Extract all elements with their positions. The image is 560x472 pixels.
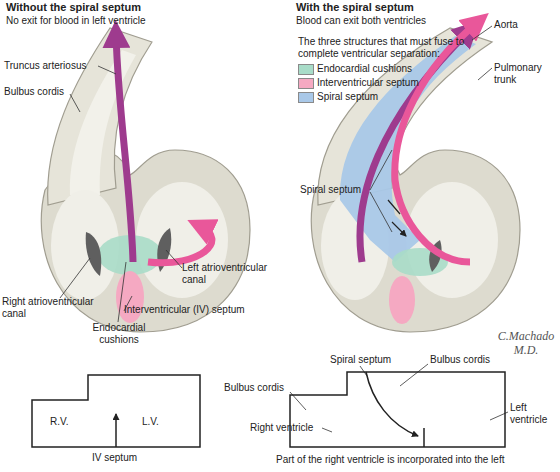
part-label: Interventricular (IV) septum xyxy=(124,304,245,316)
flow-indicator xyxy=(388,200,406,236)
part-label: Left atrioventricular canal xyxy=(182,262,290,285)
legend-swatch xyxy=(298,92,314,103)
part-label: Pulmonary trunk xyxy=(494,62,554,85)
legend-row: Interventricular septum xyxy=(298,77,478,89)
leader-line xyxy=(98,66,116,74)
leader-line xyxy=(322,428,332,432)
part-label: Truncus arteriosus xyxy=(4,60,86,72)
schematic-outline xyxy=(290,372,505,447)
leader-line xyxy=(478,68,492,80)
leader-line xyxy=(472,26,492,40)
part-label: Spiral septum xyxy=(300,184,361,196)
schematic-label: Spiral septum xyxy=(330,354,391,366)
leader-line xyxy=(400,364,428,386)
schematic-outline xyxy=(32,375,200,447)
legend-heading: The three structures that must fuse to c… xyxy=(298,36,488,59)
part-label: Aorta xyxy=(494,19,518,31)
schematic-label: Bulbus cordis xyxy=(224,382,284,394)
panel-heading: With the spiral septum xyxy=(296,1,414,14)
septum-arrow xyxy=(115,414,117,447)
artist-signature: C.Machado M.D. xyxy=(494,330,558,358)
leader-line xyxy=(60,258,90,298)
legend-swatch xyxy=(298,64,314,75)
schematic-label: R.V. xyxy=(50,416,69,428)
part-label: Right atrioventricular canal xyxy=(2,296,114,319)
legend-text: Interventricular septum xyxy=(317,77,419,89)
leader-line xyxy=(166,250,182,268)
iv-septum xyxy=(389,276,415,324)
leader-line xyxy=(70,94,80,112)
legend: Endocardial cushionsInterventricular sep… xyxy=(298,63,478,105)
septum-line xyxy=(423,428,425,447)
blood-flow-arrow xyxy=(148,226,212,263)
leader-line xyxy=(370,150,392,232)
part-label: Endocardial cushions xyxy=(84,322,154,345)
legend-row: Spiral septum xyxy=(298,91,478,103)
heart-left xyxy=(41,28,250,332)
panel-subheading: No exit for blood in left ventricle xyxy=(6,15,146,27)
blood-flow-arrow xyxy=(116,34,133,262)
legend-swatch xyxy=(298,78,314,89)
iv-septum xyxy=(116,271,144,323)
caption-note: Part of the right ventricle is incorpora… xyxy=(276,454,504,466)
heart-right xyxy=(311,22,520,332)
schematic xyxy=(32,372,505,447)
av-canal xyxy=(86,232,102,276)
legend-text: Spiral septum xyxy=(317,91,378,103)
schematic-label: L.V. xyxy=(142,416,159,428)
outflow-tube xyxy=(48,28,152,205)
leader-lines xyxy=(60,26,508,432)
panel-subheading: Blood can exit both ventricles xyxy=(296,15,426,27)
schematic-label: Right ventricle xyxy=(250,422,313,434)
part-label: Bulbus cordis xyxy=(4,86,64,98)
panel-heading: Without the spiral septum xyxy=(6,1,141,14)
schematic-label: Left ventricle xyxy=(510,402,558,425)
spiral-arrow xyxy=(366,372,418,436)
schematic-label: Bulbus cordis xyxy=(430,354,490,366)
legend-row: Endocardial cushions xyxy=(298,63,478,75)
legend-text: Endocardial cushions xyxy=(317,63,412,75)
schematic-label: IV septum xyxy=(92,452,137,464)
